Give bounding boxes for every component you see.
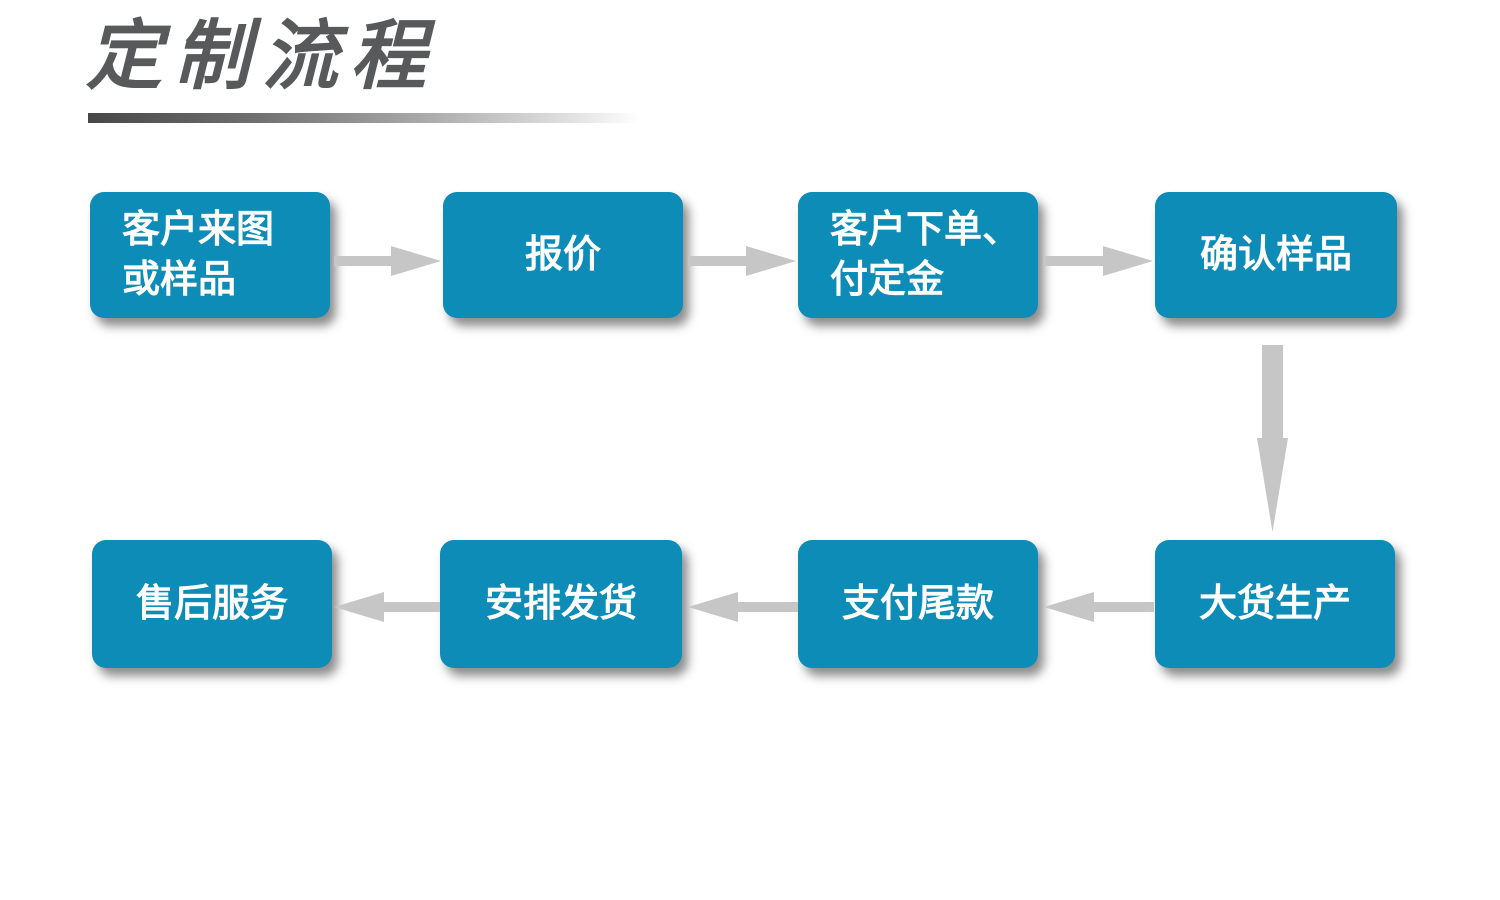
flow-step-confirm-sample: 确认样品 [1155,192,1397,318]
flow-step-quotation: 报价 [443,192,683,318]
arrow-right-icon [688,246,796,276]
page-title: 定制流程 [86,15,438,99]
flow-step-order-and-deposit: 客户下单、 付定金 [798,192,1038,318]
flow-step-pay-balance: 支付尾款 [798,540,1038,668]
flow-step-label: 客户来图 或样品 [122,209,275,301]
flow-step-arrange-shipment: 安排发货 [440,540,682,668]
flow-step-label: 大货生产 [1198,583,1351,625]
arrow-left-icon [334,592,440,622]
arrow-right-icon [1045,246,1153,276]
flow-step-mass-production: 大货生产 [1155,540,1395,668]
flow-step-label: 售后服务 [135,583,288,625]
arrow-left-icon [1044,592,1154,622]
flow-step-label: 支付尾款 [841,583,994,625]
arrow-right-icon [334,246,441,276]
flow-step-label: 确认样品 [1199,234,1352,276]
flow-step-customer-drawing-or-sample: 客户来图 或样品 [90,192,330,318]
flow-step-label: 安排发货 [484,583,637,625]
title-underline-bar [88,113,640,123]
flow-step-label: 报价 [524,234,601,276]
arrow-left-icon [688,592,798,622]
flow-step-label: 客户下单、 付定金 [830,209,1021,301]
arrow-down-icon [1257,345,1288,532]
flow-step-after-sales-service: 售后服务 [92,540,332,668]
